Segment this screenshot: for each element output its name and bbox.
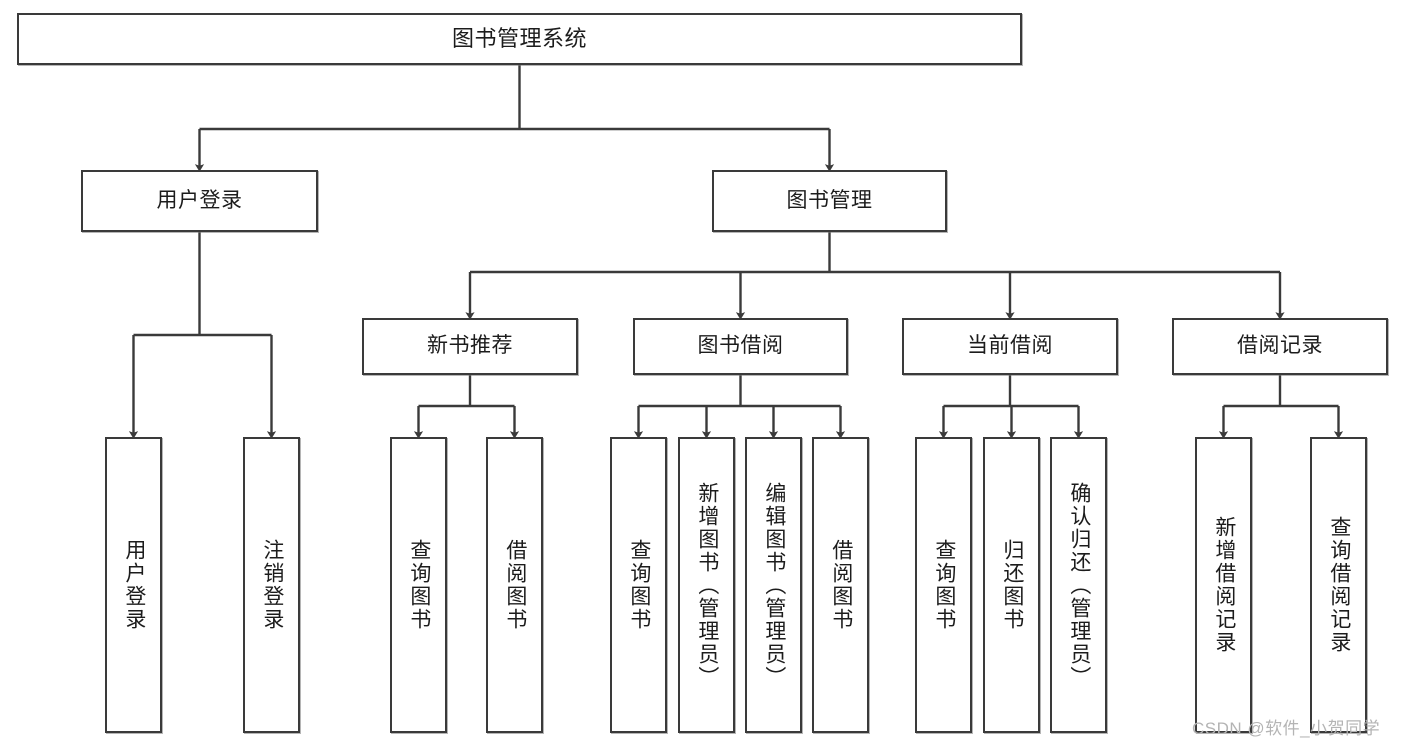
node-leaf_4[interactable]: 借阅图书 (486, 437, 543, 733)
node-label: 注销登录 (260, 539, 284, 631)
node-label: 图书管理 (786, 188, 873, 212)
node-leaf_12[interactable]: 新增借阅记录 (1195, 437, 1252, 733)
node-label: 借阅图书 (503, 539, 527, 631)
node-leaf_8[interactable]: 借阅图书 (812, 437, 869, 733)
node-label: 用户登录 (122, 539, 146, 631)
node-label: 查询图书 (932, 539, 956, 631)
node-label: 查询图书 (627, 539, 651, 631)
node-label: 图书管理系统 (451, 26, 587, 52)
node-label: 查询借阅记录 (1327, 516, 1351, 654)
node-label: 确认归还（管理员） (1067, 481, 1091, 689)
node-leaf_13[interactable]: 查询借阅记录 (1310, 437, 1367, 733)
node-leaf_1[interactable]: 用户登录 (105, 437, 162, 733)
node-label: 编辑图书（管理员） (762, 481, 786, 689)
node-l2_1[interactable]: 用户登录 (81, 170, 318, 232)
node-label: 归还图书 (1000, 539, 1024, 631)
node-l2_2[interactable]: 图书管理 (712, 170, 947, 232)
node-leaf_11[interactable]: 确认归还（管理员） (1050, 437, 1107, 733)
node-label: 图书借阅 (697, 334, 784, 358)
node-l3_4[interactable]: 借阅记录 (1172, 318, 1388, 375)
node-l3_3[interactable]: 当前借阅 (902, 318, 1118, 375)
node-leaf_10[interactable]: 归还图书 (983, 437, 1040, 733)
node-label: 新书推荐 (427, 334, 513, 358)
node-label: 新增借阅记录 (1212, 516, 1236, 654)
node-leaf_9[interactable]: 查询图书 (915, 437, 972, 733)
node-leaf_6[interactable]: 新增图书（管理员） (678, 437, 735, 733)
node-label: 新增图书（管理员） (695, 481, 719, 689)
node-l3_2[interactable]: 图书借阅 (633, 318, 848, 375)
node-leaf_3[interactable]: 查询图书 (390, 437, 447, 733)
node-label: 借阅记录 (1237, 334, 1323, 358)
node-leaf_2[interactable]: 注销登录 (243, 437, 300, 733)
node-label: 借阅图书 (829, 539, 853, 631)
node-label: 当前借阅 (967, 334, 1053, 358)
node-root[interactable]: 图书管理系统 (17, 13, 1022, 65)
node-label: 查询图书 (407, 539, 431, 631)
node-l3_1[interactable]: 新书推荐 (362, 318, 578, 375)
node-label: 用户登录 (156, 188, 243, 212)
node-leaf_7[interactable]: 编辑图书（管理员） (745, 437, 802, 733)
csdn-watermark: CSDN @软件_小贺同学 (1192, 719, 1381, 738)
node-leaf_5[interactable]: 查询图书 (610, 437, 667, 733)
